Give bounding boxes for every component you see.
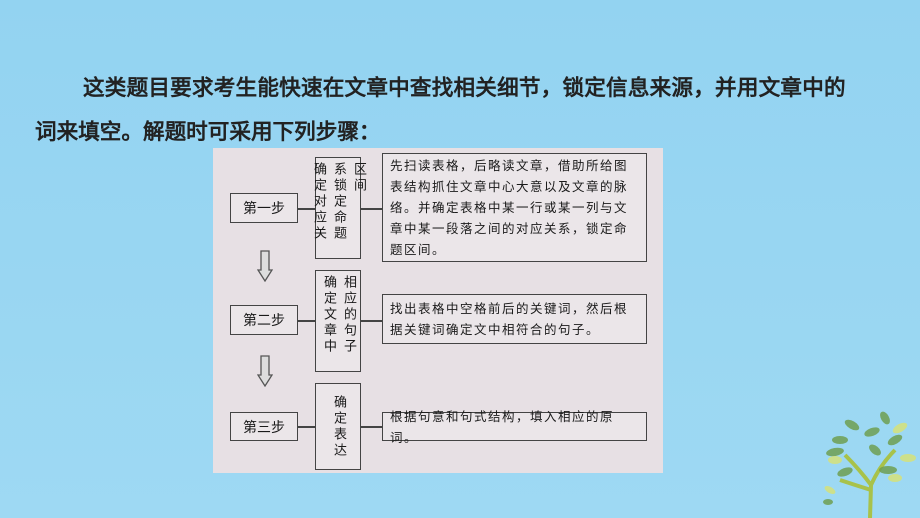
step-1-action: 确定对应关系锁定命题区间 xyxy=(311,157,366,259)
step-3-box: 第三步 xyxy=(230,412,298,441)
tree-icon xyxy=(823,411,916,518)
intro-line-2: 词来填空。解题时可采用下列步骤： xyxy=(35,120,381,145)
step-1-desc: 先扫读表格，后略读文章，借助所给图表结构抓住文章中心大意以及文章的脉络。并确定表… xyxy=(382,153,647,262)
connector xyxy=(298,208,315,210)
step-1-box: 第一步 xyxy=(230,193,298,223)
down-arrow-icon xyxy=(257,355,273,387)
step-3-desc: 根据句意和句式结构，填入相应的原词。 xyxy=(382,409,647,445)
steps-diagram: 第一步 确定对应关系锁定命题区间 先扫读表格，后略读文章，借助所给图表结构抓住文… xyxy=(213,148,663,473)
connector xyxy=(361,208,382,210)
connector xyxy=(361,320,382,322)
down-arrow-icon xyxy=(257,250,273,282)
step-2-action: 确定文章中相应的句子 xyxy=(315,270,361,372)
intro-line-1: 这类题目要求考生能快速在文章中查找相关细节，锁定信息来源，并用文章中的 xyxy=(83,76,846,101)
connector xyxy=(298,426,315,428)
connector xyxy=(298,320,315,322)
step-2-desc: 找出表格中空格前后的关键词，然后根据关键词确定文中相符合的句子。 xyxy=(382,294,647,344)
step-3-action: 确定表达 xyxy=(315,383,361,470)
step-2-box: 第二步 xyxy=(230,305,298,335)
connector xyxy=(361,426,382,428)
